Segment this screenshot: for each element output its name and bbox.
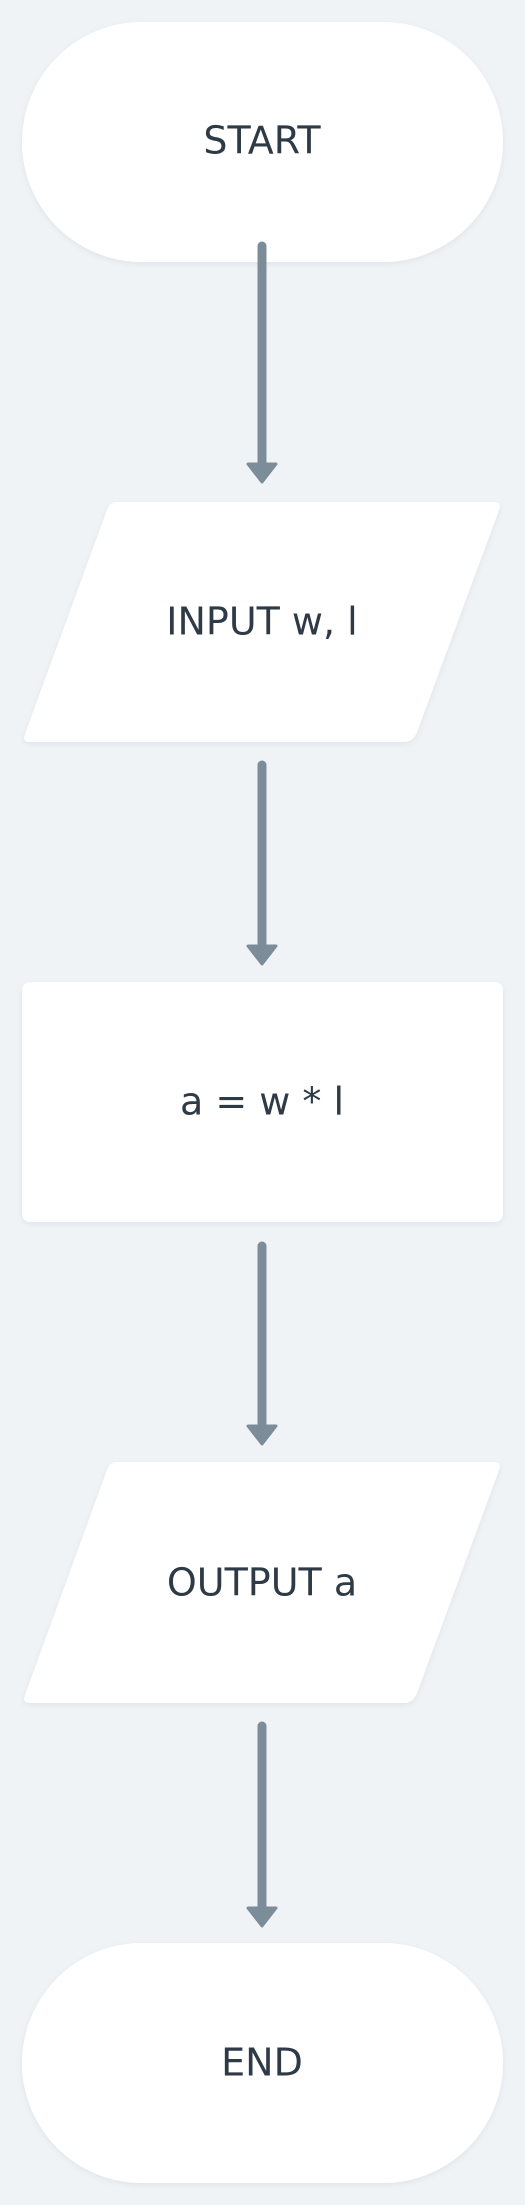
- end-node-label: END: [221, 2041, 303, 2085]
- connector-input-process: [246, 760, 278, 966]
- output-node-label: OUTPUT a: [167, 1561, 357, 1605]
- connector-start-input: [246, 241, 278, 484]
- input-node-label: INPUT w, l: [166, 600, 357, 644]
- input-node[interactable]: INPUT w, l: [24, 502, 500, 742]
- process-node-label: a = w * l: [180, 1080, 344, 1124]
- connector-output-end: [246, 1721, 278, 1928]
- process-node[interactable]: a = w * l: [22, 982, 503, 1222]
- start-node[interactable]: START: [22, 22, 503, 262]
- output-node[interactable]: OUTPUT a: [24, 1462, 500, 1703]
- connector-process-output: [246, 1241, 278, 1446]
- start-node-label: START: [203, 119, 321, 163]
- end-node[interactable]: END: [22, 1943, 503, 2183]
